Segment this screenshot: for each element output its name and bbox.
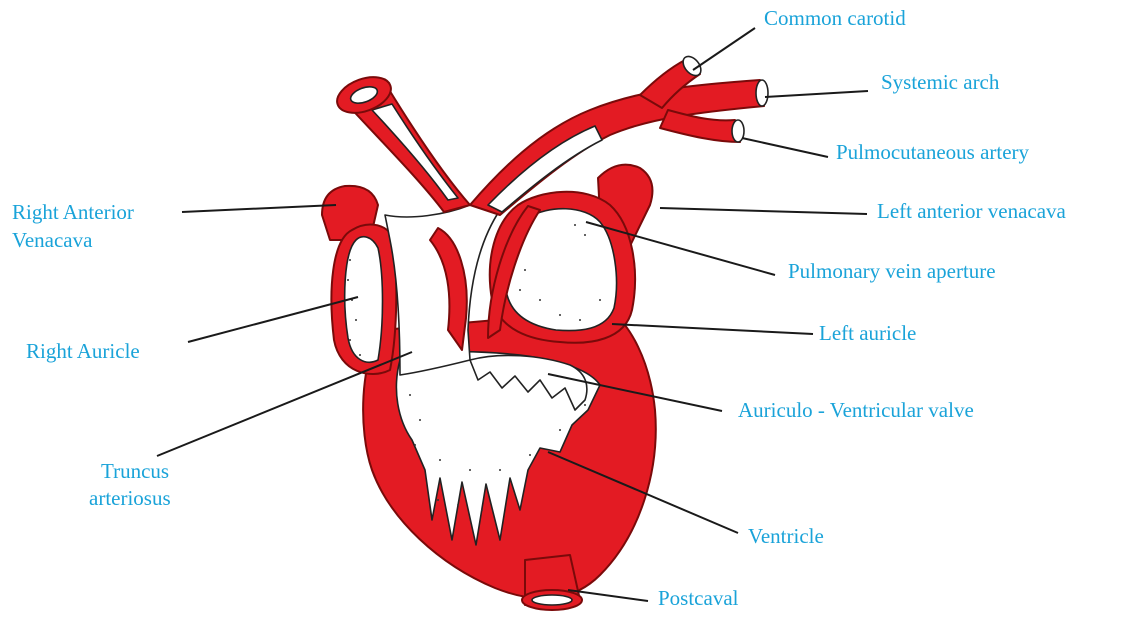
leader-left-auricle xyxy=(612,324,813,334)
label-postcaval: Postcaval xyxy=(658,586,739,610)
label-right-auricle: Right Auricle xyxy=(26,339,140,363)
aortic-trunk-right-lumen xyxy=(372,104,458,200)
leader-left-anterior xyxy=(660,208,867,214)
leader-pulmocutaneous xyxy=(742,138,828,157)
leader-common-carotid xyxy=(693,28,755,70)
label-venacava: Venacava xyxy=(12,228,93,252)
leader-right-anterior xyxy=(182,205,336,212)
postcaval-cut-lumen xyxy=(532,595,572,605)
label-common-carotid: Common carotid xyxy=(764,6,906,30)
label-av-valve: Auriculo - Ventricular valve xyxy=(738,398,974,422)
label-left-auricle: Left auricle xyxy=(819,321,916,345)
systemic-arch-cut xyxy=(756,80,768,106)
label-left-anterior-venacava: Left anterior venacava xyxy=(877,199,1067,223)
label-systemic-arch: Systemic arch xyxy=(881,70,1000,94)
label-pulmonary-vein-aperture: Pulmonary vein aperture xyxy=(788,259,996,283)
pulmocutaneous-vessel xyxy=(660,110,740,142)
leader-systemic-arch xyxy=(765,91,868,97)
label-right-anterior: Right Anterior xyxy=(12,200,134,224)
label-pulmocutaneous-artery: Pulmocutaneous artery xyxy=(836,140,1030,164)
heart-illustration xyxy=(322,53,768,610)
label-truncus: Truncus xyxy=(101,459,169,483)
label-arteriosus: arteriosus xyxy=(89,486,171,510)
label-ventricle: Ventricle xyxy=(748,524,824,548)
